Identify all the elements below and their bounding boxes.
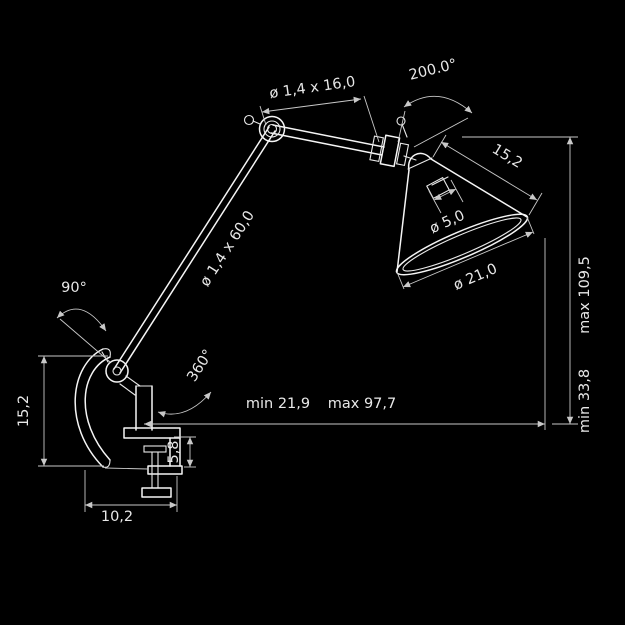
height-min-label: min 33,8 — [577, 369, 593, 433]
elbow-joint — [243, 114, 286, 143]
arm-tube-label: ø 1,4 x 60,0 — [197, 208, 258, 289]
dimension-base-swivel: 360° — [157, 347, 217, 418]
dimension-clamp-depth: 10,2 — [84, 470, 178, 525]
lamp-fore-arm — [270, 124, 385, 156]
lamp-main-arm — [113, 126, 276, 374]
dimension-base-tilt: 90° — [56, 280, 111, 363]
dimension-head-swivel: 200.0° — [397, 56, 473, 148]
head-joint — [369, 116, 410, 168]
head-swivel-label: 200.0° — [407, 56, 458, 83]
base-joint — [105, 359, 141, 396]
reach-min-label: min 21,9 — [246, 396, 310, 412]
socket-diameter-label: ø 5,0 — [427, 208, 467, 237]
reach-max-label: max 97,7 — [328, 396, 397, 412]
dimension-base-height: 15,2 — [16, 355, 108, 467]
forearm-tube-label: ø 1,4 x 16,0 — [268, 74, 356, 102]
base-tilt-label: 90° — [61, 280, 87, 296]
socket — [426, 176, 450, 200]
clamp-opening-label: 5,8 — [166, 440, 182, 463]
shade-side-label: 15,2 — [489, 141, 525, 171]
dimension-shade-side: 15,2 — [432, 134, 543, 216]
dimension-arm-tube: ø 1,4 x 60,0 — [197, 208, 258, 289]
dimension-forearm-tube: ø 1,4 x 16,0 — [259, 74, 380, 143]
height-max-label: max 109,5 — [577, 256, 593, 334]
dimension-height: min 33,8 max 109,5 — [462, 136, 593, 433]
dimension-clamp-opening: 5,8 — [166, 436, 196, 468]
clamp-depth-label: 10,2 — [101, 509, 133, 525]
base-swivel-label: 360° — [184, 347, 216, 385]
dimension-socket-diameter: ø 5,0 — [427, 179, 467, 237]
support-curve — [74, 348, 111, 468]
base-height-label: 15,2 — [16, 395, 32, 427]
shade-diameter-label: ø 21,0 — [451, 261, 499, 294]
dimension-reach: min 21,9 max 97,7 — [144, 238, 546, 430]
